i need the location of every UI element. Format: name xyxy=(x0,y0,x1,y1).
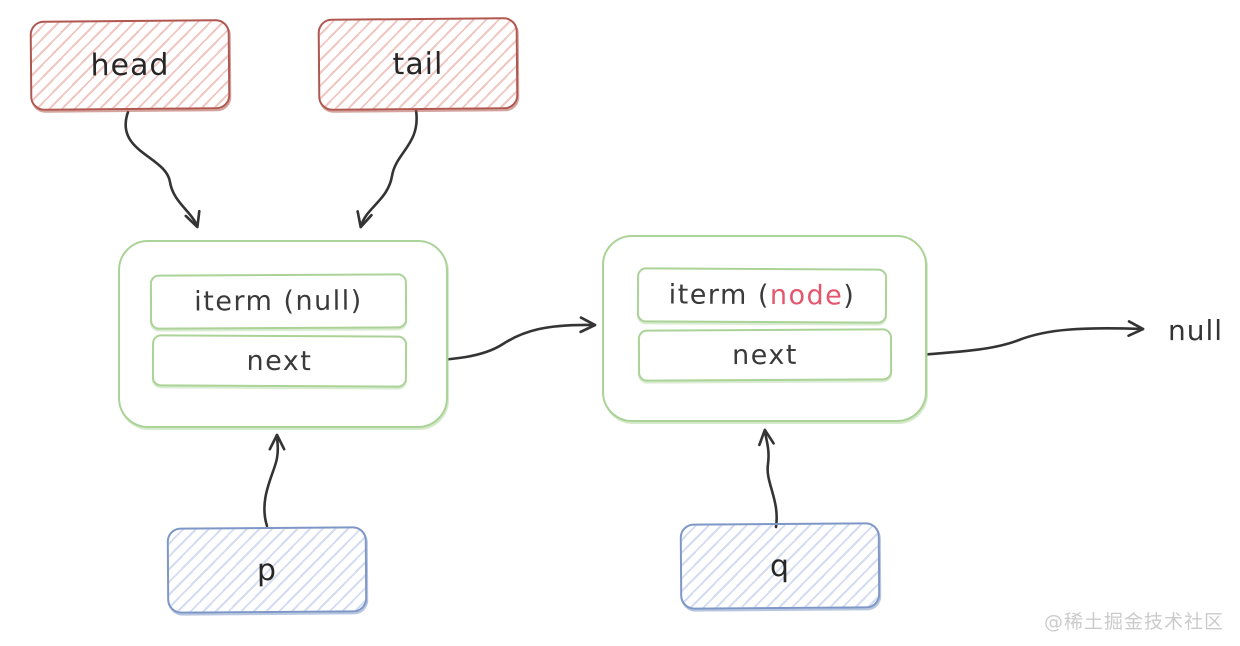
p-pointer-box: p xyxy=(166,526,368,614)
node2-item-field: iterm (node) xyxy=(636,267,888,324)
arrow-q-to-node2 xyxy=(758,428,778,529)
arrow-p-to-node1 xyxy=(263,433,286,528)
head-pointer-label: head xyxy=(90,47,170,83)
tail-pointer-box: tail xyxy=(317,17,519,111)
node1-next-field: next xyxy=(151,334,408,388)
null-terminal-label: null xyxy=(1168,314,1224,347)
node2-item-prefix: iterm ( xyxy=(668,279,770,312)
q-pointer-box: q xyxy=(679,522,881,610)
q-pointer-label: q xyxy=(769,548,791,584)
node2-item-suffix: ) xyxy=(843,280,856,312)
p-pointer-label: p xyxy=(256,552,278,588)
head-pointer-box: head xyxy=(29,19,231,111)
node2-item-value: node xyxy=(769,280,844,312)
arrow-tail-to-node1 xyxy=(356,108,418,229)
node1-item-field: iterm (null) xyxy=(149,273,408,330)
node1-item-value: null xyxy=(295,285,351,317)
arrow-head-to-node1 xyxy=(124,110,201,229)
node2-next-label: next xyxy=(731,339,798,371)
watermark-text: @稀土掘金技术社区 xyxy=(1043,611,1224,633)
node2-next-field: next xyxy=(637,328,893,382)
node1-item-suffix: ) xyxy=(350,285,363,317)
list-node-1 xyxy=(118,240,448,428)
node1-item-prefix: iterm ( xyxy=(194,285,296,318)
tail-pointer-label: tail xyxy=(392,46,444,82)
arrow-node2-next-to-null xyxy=(891,320,1145,359)
node1-next-label: next xyxy=(246,345,313,377)
